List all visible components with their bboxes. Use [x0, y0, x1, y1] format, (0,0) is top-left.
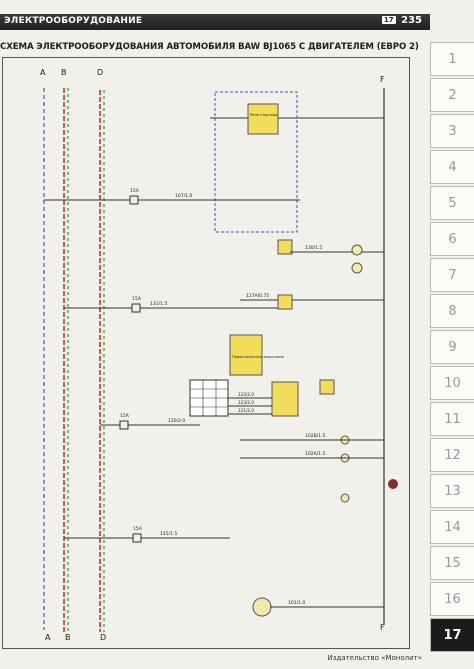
section-title: ЭЛЕКТРООБОРУДОВАНИЕ	[4, 16, 143, 26]
fuse-4	[132, 533, 142, 543]
tab-2[interactable]: 2	[430, 78, 474, 112]
wire-label-145: 145/1.5	[160, 531, 177, 537]
relay-group-dashed-box	[214, 91, 298, 233]
wire-label-122: 122/2.0	[238, 392, 254, 397]
interval-relay-box	[271, 381, 299, 417]
bus-label-bottom-d: D	[100, 633, 106, 642]
ground-marker	[388, 479, 398, 489]
wire-label-123: 123/2.0	[238, 400, 254, 405]
tab-1[interactable]: 1	[430, 42, 474, 76]
tab-3[interactable]: 3	[430, 114, 474, 148]
tab-13[interactable]: 13	[430, 474, 474, 508]
ignition-switch-label: Переключатель зажигания	[232, 355, 284, 359]
tab-4[interactable]: 4	[430, 150, 474, 184]
bus-label-top-b: B	[61, 68, 67, 77]
ignition-switch-box	[229, 334, 263, 376]
tab-9[interactable]: 9	[430, 330, 474, 364]
page-number-label: 235	[401, 15, 422, 26]
tab-12[interactable]: 12	[430, 438, 474, 472]
relay-right-1	[277, 239, 293, 255]
starter-relay-box	[247, 103, 279, 135]
wiring-diagram-frame	[2, 57, 410, 649]
tab-16[interactable]: 16	[430, 582, 474, 616]
bus-label-top-d: D	[97, 68, 103, 77]
wire-label-102a: 102А/1.5	[305, 451, 325, 457]
wire-label-127a: 127А/0.75	[246, 293, 269, 299]
tab-11[interactable]: 11	[430, 402, 474, 436]
bus-label-top-f: F	[380, 75, 385, 84]
fuse-3	[119, 420, 129, 430]
motor-symbol-1	[351, 244, 363, 256]
section-header: ЭЛЕКТРООБОРУДОВАНИЕ 17 235	[0, 14, 430, 30]
publisher-footer: Издательство «Монолит»	[327, 654, 422, 662]
wire-label-102b: 102В/1.5	[305, 433, 325, 439]
temp-sensor-symbol	[252, 597, 272, 617]
tab-7[interactable]: 7	[430, 258, 474, 292]
motor-symbol-2	[351, 262, 363, 274]
tab-6[interactable]: 6	[430, 222, 474, 256]
tab-15[interactable]: 15	[430, 546, 474, 580]
wire-label-107: 107/1.0	[175, 193, 192, 199]
fuse-4-label: 15A	[133, 526, 143, 532]
fuse-1-label: 15A	[130, 188, 140, 194]
tab-10[interactable]: 10	[430, 366, 474, 400]
wire-label-130: 130/1.5	[305, 245, 322, 251]
wire-label-131: 131/1.5	[150, 301, 167, 307]
bus-label-top-a: A	[40, 68, 46, 77]
fuse-2-label: 15A	[132, 296, 142, 302]
fuse-2	[131, 303, 141, 313]
page-number: 17 235	[381, 15, 422, 26]
wire-label-101: 101/1.0	[288, 600, 305, 606]
tab-8[interactable]: 8	[430, 294, 474, 328]
tab-5[interactable]: 5	[430, 186, 474, 220]
starter-relay-label: Реле стартера	[250, 113, 277, 117]
bus-label-bottom-a: A	[45, 633, 51, 642]
relay-right-2	[277, 294, 293, 310]
fuse-3-label: 15A	[120, 413, 130, 419]
tab-14[interactable]: 14	[430, 510, 474, 544]
relay-right-3	[319, 379, 335, 395]
wire-label-121: 121/2.0	[238, 408, 254, 413]
lamp-3	[340, 493, 350, 503]
fuse-1	[129, 195, 139, 205]
chapter-badge: 17	[381, 16, 396, 24]
tab-17[interactable]: 17	[430, 618, 474, 652]
scheme-title: СХЕМА ЭЛЕКТРООБОРУДОВАНИЯ АВТОМОБИЛЯ BAW…	[0, 42, 419, 52]
wire-label-120: 120/2.0	[168, 418, 185, 424]
bus-label-bottom-f: F	[380, 623, 385, 632]
bus-label-bottom-b: B	[65, 633, 71, 642]
